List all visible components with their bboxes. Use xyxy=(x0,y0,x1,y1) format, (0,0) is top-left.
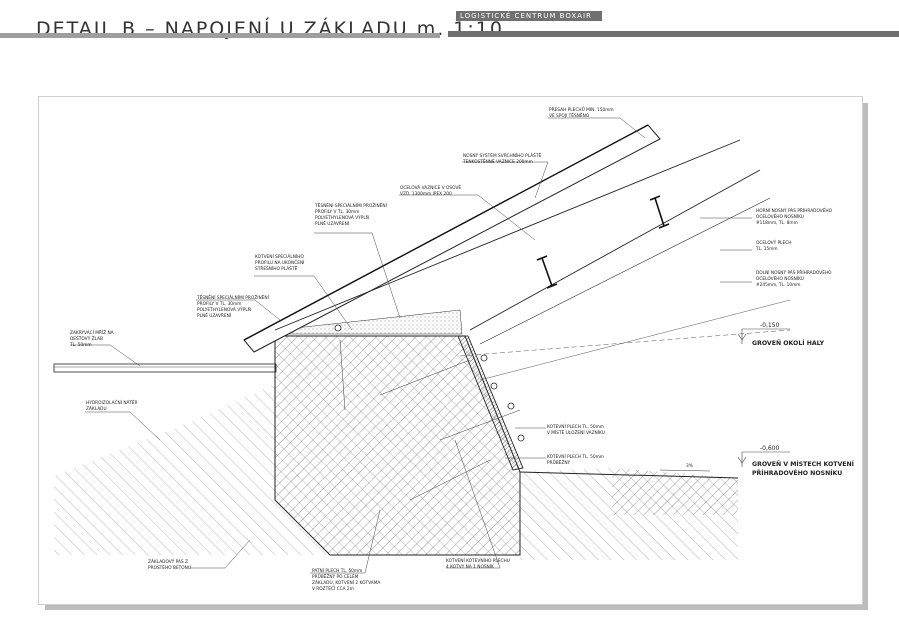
level-value-1: -0,150 xyxy=(760,322,780,329)
level-label-1: GROVEŇ OKOLÍ HALY xyxy=(752,338,825,347)
label-slope: 3% xyxy=(686,463,693,469)
hydroinsulation-layer xyxy=(457,335,524,471)
level-value-2: -0,600 xyxy=(760,445,780,452)
project-subtitle: LOGISTICKÉ CENTRUM BOXAIR xyxy=(456,11,602,21)
leader-lines xyxy=(70,117,752,574)
gutter-grate xyxy=(53,363,277,373)
soil-left xyxy=(54,372,275,384)
soil-right-dense xyxy=(612,468,738,515)
purlin-beam-lower xyxy=(536,255,558,289)
anchor-bolts xyxy=(334,324,525,442)
foundation-block xyxy=(274,335,521,556)
level-marker-1 xyxy=(737,328,790,344)
purlin-beam-upper xyxy=(649,195,670,229)
level-marker-2 xyxy=(737,451,790,467)
title-underline-bar xyxy=(0,31,899,38)
